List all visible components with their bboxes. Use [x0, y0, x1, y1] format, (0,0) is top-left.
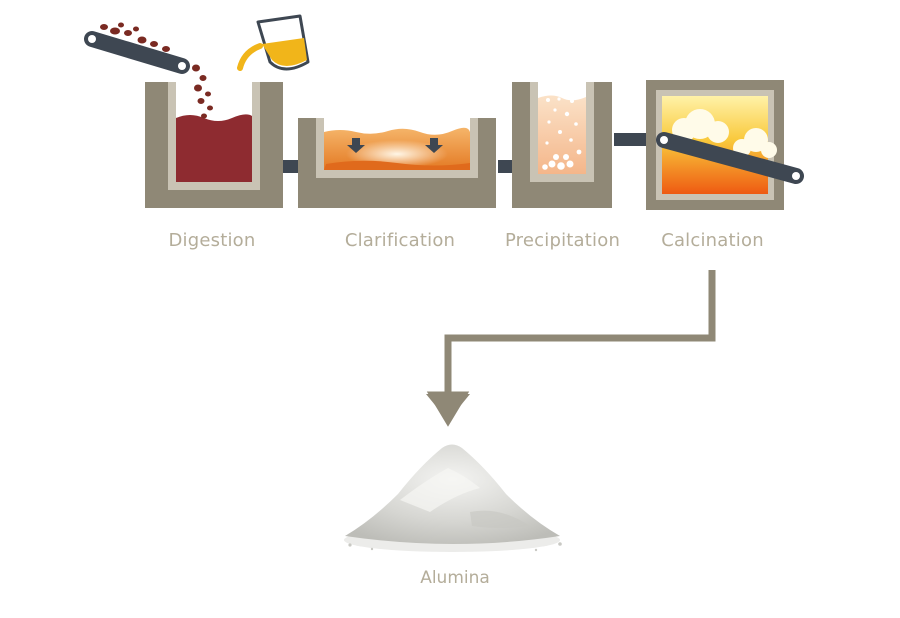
bauxite-conveyor — [84, 31, 190, 74]
alumina-powder-pile — [344, 444, 562, 552]
stage-label-calcination: Calcination — [661, 230, 764, 251]
stage-label-precipitation: Precipitation — [504, 230, 621, 251]
flow-arrow — [426, 270, 716, 427]
pipe-digestion-clarification — [280, 160, 300, 173]
settling-arrow-icon — [347, 138, 365, 153]
flow-arrow-head-icon — [426, 394, 470, 421]
clarification-tank — [298, 118, 496, 208]
product-label-alumina: Alumina — [420, 568, 490, 588]
digestion-tank — [145, 82, 283, 208]
pipe-clarification-precipitation — [498, 160, 514, 173]
pipe-precipitation-calcination — [614, 133, 650, 146]
stage-label-clarification: Clarification — [344, 230, 456, 251]
precipitation-tank — [512, 82, 612, 208]
liquor-jug — [237, 14, 310, 71]
settling-arrow-icon — [425, 138, 443, 153]
connecting-pipes — [280, 133, 650, 173]
calcination-kiln — [646, 80, 804, 210]
bauxite-ore — [100, 22, 213, 119]
crystal-particles — [542, 97, 582, 170]
stage-label-digestion: Digestion — [168, 230, 256, 251]
